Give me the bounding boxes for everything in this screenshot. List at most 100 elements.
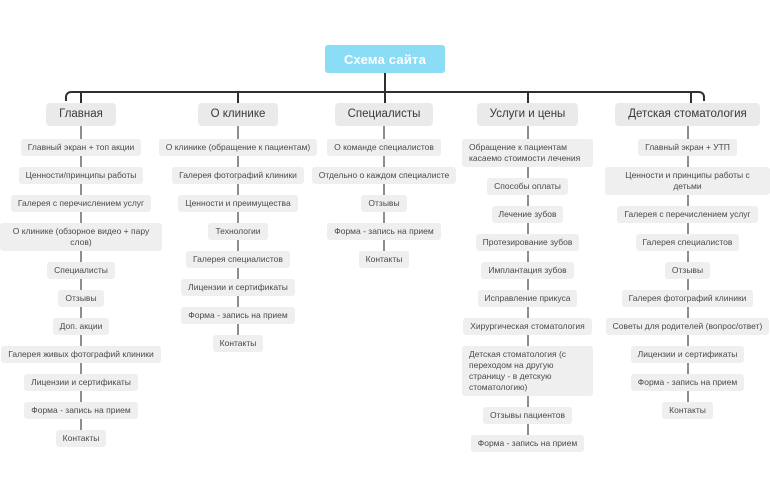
connector: [526, 424, 529, 435]
connector: [686, 363, 689, 374]
connector: [80, 184, 82, 195]
connector: [80, 391, 82, 402]
connector: [526, 126, 529, 139]
connector: [237, 240, 239, 251]
column-specialisty: Специалисты О команде специалистов Отдел…: [311, 103, 457, 268]
connector: [237, 156, 239, 167]
node[interactable]: Форма - запись на прием: [630, 374, 745, 391]
connector: [686, 391, 689, 402]
node[interactable]: Форма - запись на прием: [24, 402, 138, 419]
connector: [383, 184, 385, 195]
connector: [383, 240, 385, 251]
node[interactable]: Обращение к пациентам касаемо стоимости …: [462, 139, 593, 167]
connector: [80, 419, 82, 430]
connector: [237, 296, 239, 307]
root-connector-stem: [384, 73, 386, 92]
node[interactable]: Галерея фотографий клиники: [172, 167, 304, 184]
connector: [526, 307, 529, 318]
connector: [383, 212, 385, 223]
connector: [526, 195, 529, 206]
column-header-1[interactable]: Главная: [46, 103, 116, 126]
connector: [686, 126, 689, 139]
node[interactable]: Имплантация зубов: [481, 262, 574, 279]
node[interactable]: Контакты: [212, 335, 264, 352]
connector: [80, 212, 82, 223]
node[interactable]: Контакты: [358, 251, 410, 268]
node[interactable]: Отзывы: [361, 195, 407, 212]
bus-drop-column-4: [527, 91, 529, 103]
node[interactable]: Технологии: [208, 223, 268, 240]
column-glavnaya: Главная Главный экран + топ акции Ценнос…: [0, 103, 162, 447]
node[interactable]: Форма - запись на прием: [327, 223, 441, 240]
node[interactable]: Форма - запись на прием: [470, 435, 585, 452]
connector: [686, 279, 689, 290]
bus-drop-column-5: [690, 91, 692, 103]
node[interactable]: Ценности/принципы работы: [18, 167, 144, 184]
column-header-4[interactable]: Услуги и цены: [476, 103, 579, 126]
connector: [80, 251, 82, 262]
node[interactable]: Специалисты: [47, 262, 115, 279]
node[interactable]: Отзывы: [58, 290, 104, 307]
node[interactable]: О клинике (обращение к пациентам): [158, 139, 318, 156]
connector: [383, 156, 385, 167]
connector: [237, 324, 239, 335]
column-header-5[interactable]: Детская стоматология: [615, 103, 760, 126]
column-uslugi-i-ceny: Услуги и цены Обращение к пациентам каса…: [462, 103, 593, 452]
node[interactable]: Советы для родителей (вопрос/ответ): [605, 318, 770, 335]
node[interactable]: Галерея с перечислением услуг: [10, 195, 152, 212]
node[interactable]: Детская стоматология (с переходом на дру…: [462, 346, 593, 396]
node[interactable]: Ценности и принципы работы с детьми: [605, 167, 770, 195]
column-detskaya-stomatologiya: Детская стоматология Главный экран + УТП…: [605, 103, 770, 419]
node[interactable]: Протезирование зубов: [475, 234, 580, 251]
connector: [686, 251, 689, 262]
connector: [383, 126, 385, 139]
node[interactable]: Лицензии и сертификаты: [181, 279, 295, 296]
node[interactable]: Галерея с перечислением услуг: [617, 206, 758, 223]
root-title-box[interactable]: Схема сайта: [325, 45, 445, 73]
node[interactable]: Лицензии и сертификаты: [24, 374, 138, 391]
node[interactable]: Лицензии и сертификаты: [630, 346, 745, 363]
connector: [526, 251, 529, 262]
connector: [237, 126, 239, 139]
node[interactable]: Главный экран + УТП: [638, 139, 737, 156]
connector: [80, 307, 82, 318]
node[interactable]: Главный экран + топ акции: [20, 139, 142, 156]
connector: [80, 335, 82, 346]
connector: [80, 279, 82, 290]
node[interactable]: Галерея специалистов: [635, 234, 740, 251]
node[interactable]: Исправление прикуса: [477, 290, 578, 307]
bus-drop-column-3: [384, 91, 386, 103]
node[interactable]: Лечение зубов: [491, 206, 564, 223]
node[interactable]: Галерея фотографий клиники: [621, 290, 754, 307]
node[interactable]: Ценности и преимущества: [178, 195, 298, 212]
column-header-2[interactable]: О клинике: [197, 103, 279, 126]
connector: [686, 307, 689, 318]
node[interactable]: Контакты: [55, 430, 107, 447]
connector: [526, 335, 529, 346]
bus-drop-column-1: [80, 91, 82, 103]
connector: [686, 223, 689, 234]
node[interactable]: Способы оплаты: [487, 178, 568, 195]
connector: [526, 223, 529, 234]
node[interactable]: О команде специалистов: [327, 139, 441, 156]
bus-drop-column-2: [237, 91, 239, 103]
connector: [237, 184, 239, 195]
node[interactable]: Контакты: [662, 402, 713, 419]
node[interactable]: Форма - запись на прием: [181, 307, 295, 324]
node[interactable]: Галерея специалистов: [186, 251, 290, 268]
column-header-3[interactable]: Специалисты: [334, 103, 434, 126]
node[interactable]: Отзывы: [664, 262, 711, 279]
connector: [686, 195, 689, 206]
connector: [80, 156, 82, 167]
connector: [237, 212, 239, 223]
node[interactable]: О клинике (обзорное видео + пару слов): [0, 223, 162, 251]
node[interactable]: Галерея живых фотографий клиники: [1, 346, 161, 363]
column-o-klinike: О клинике О клинике (обращение к пациент…: [158, 103, 318, 352]
connector: [526, 167, 529, 178]
node[interactable]: Отдельно о каждом специалисте: [311, 167, 457, 184]
node[interactable]: Доп. акции: [52, 318, 110, 335]
node[interactable]: Хирургическая стоматология: [463, 318, 592, 335]
node[interactable]: Отзывы пациентов: [483, 407, 572, 424]
connector: [80, 126, 82, 139]
